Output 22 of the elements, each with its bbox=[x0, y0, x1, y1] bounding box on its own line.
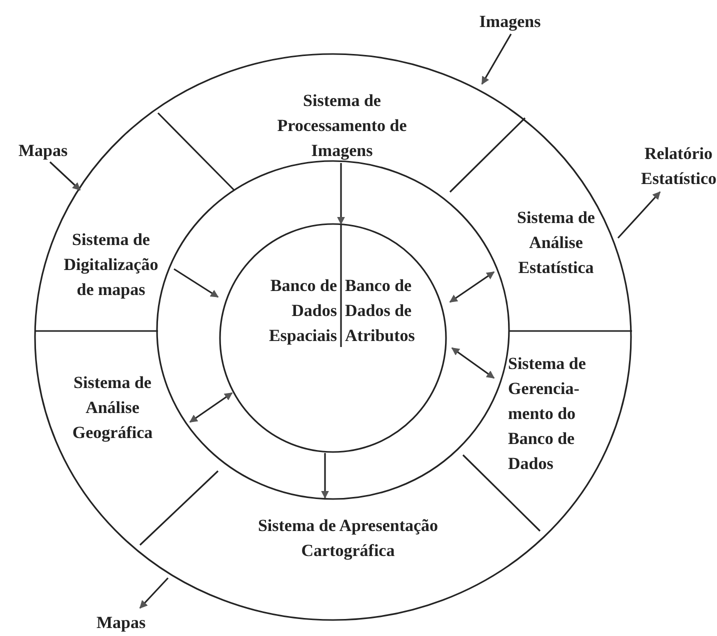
arrow bbox=[481, 34, 512, 85]
arrow bbox=[337, 163, 345, 225]
arrow bbox=[49, 161, 81, 191]
io-label: Mapas bbox=[18, 140, 68, 162]
arrow bbox=[139, 577, 169, 609]
subsystem-label: Sistema de Gerencia- mento do Banco de Dados bbox=[508, 352, 587, 474]
arrow bbox=[449, 271, 495, 303]
arrow bbox=[451, 347, 495, 379]
arrow bbox=[189, 392, 233, 423]
subsystem-label: Sistema de Digitalização de mapas bbox=[62, 229, 160, 301]
io-label: Imagens bbox=[479, 10, 541, 33]
database-label: Banco de Dados Espaciais bbox=[268, 275, 337, 347]
io-label: Relatório Estatístico bbox=[641, 143, 716, 190]
subsystem-label: Sistema de Apresentação Cartográfica bbox=[256, 515, 440, 562]
arrow bbox=[174, 268, 219, 298]
subsystem-label: Sistema de Análise Geográfica bbox=[71, 372, 154, 444]
arrow bbox=[617, 191, 661, 239]
arrow bbox=[321, 453, 329, 499]
subsystem-label: Sistema de Processamento de Imagens bbox=[276, 90, 408, 162]
io-label: Mapas bbox=[96, 612, 146, 634]
subsystem-label: Sistema de Análise Estatística bbox=[516, 207, 596, 279]
database-label: Banco de Dados de Atributos bbox=[345, 275, 416, 347]
